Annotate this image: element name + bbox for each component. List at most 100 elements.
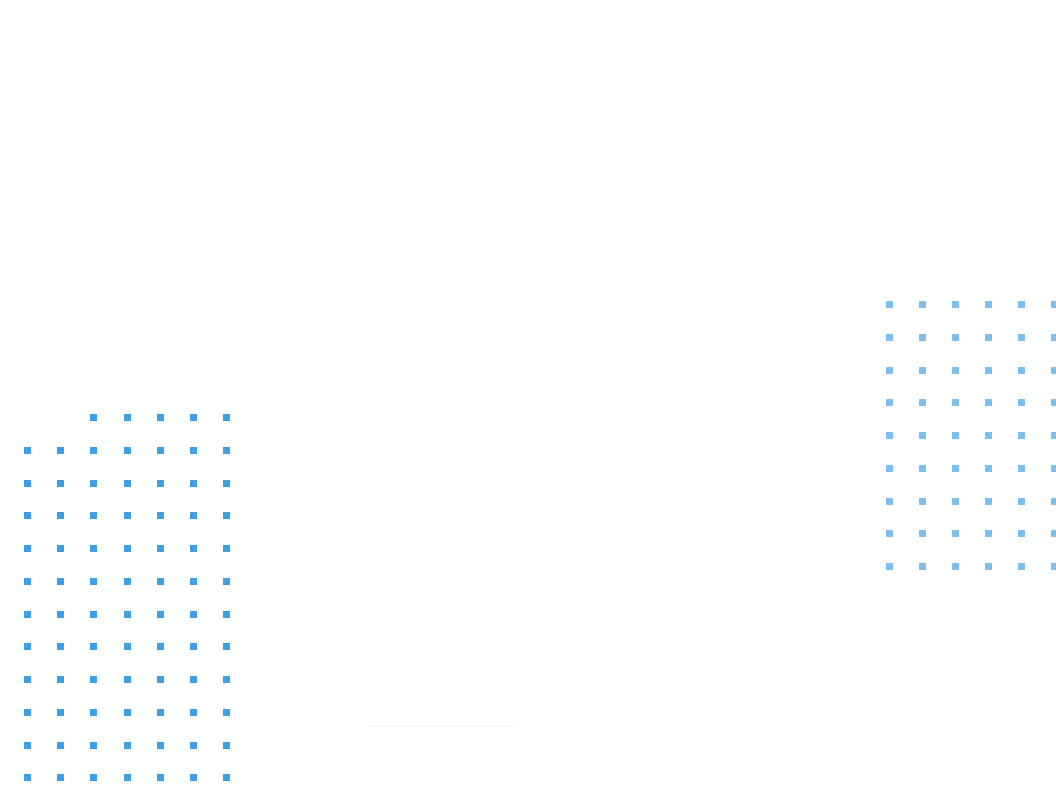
left-grid-dot <box>190 479 197 487</box>
right-grid-dot <box>1017 366 1025 374</box>
left-grid-dot <box>90 446 98 454</box>
right-grid-dot <box>1050 399 1056 407</box>
left-grid-dot <box>90 512 98 520</box>
left-grid-dot <box>57 741 65 749</box>
left-grid-dot <box>123 446 131 454</box>
left-grid-dot <box>190 610 197 618</box>
right-grid-dot <box>886 366 893 374</box>
right-grid-dot <box>886 399 893 407</box>
left-grid-dot <box>123 643 131 651</box>
left-grid-dot <box>90 414 98 421</box>
right-grid-dot <box>1050 432 1056 439</box>
left-grid-dot <box>223 479 231 487</box>
left-grid-dot <box>24 446 31 454</box>
left-grid-dot <box>90 479 98 487</box>
right-grid-dot <box>1050 563 1056 570</box>
left-grid-dot <box>90 774 98 782</box>
left-grid-dot <box>123 479 131 487</box>
left-grid-dot <box>24 741 31 749</box>
left-grid-dot <box>24 577 31 585</box>
left-grid-dot <box>190 414 197 421</box>
left-grid-dot <box>90 545 98 552</box>
right-grid-dot <box>918 432 926 439</box>
left-grid-dot <box>223 545 231 552</box>
left-grid-dot <box>223 577 231 585</box>
left-grid-dot <box>190 446 197 454</box>
left-grid-dot <box>156 512 164 520</box>
right-grid-dot <box>951 333 959 341</box>
right-grid-dot <box>918 530 926 538</box>
left-grid-dot <box>156 676 164 683</box>
left-grid-dot <box>123 774 131 782</box>
left-grid-dot <box>156 708 164 716</box>
right-grid-dot <box>1050 530 1056 538</box>
left-grid-dot <box>90 708 98 716</box>
left-grid-dot <box>24 676 31 683</box>
right-grid-dot <box>1017 432 1025 439</box>
left-grid-dot <box>123 512 131 520</box>
right-grid-dot <box>886 333 893 341</box>
left-grid-dot <box>223 643 231 651</box>
right-grid-dot <box>918 333 926 341</box>
right-grid-dot <box>951 432 959 439</box>
left-grid-dot <box>24 512 31 520</box>
left-grid-dot <box>156 414 164 421</box>
right-grid-dot <box>951 497 959 505</box>
left-grid-dot <box>223 512 231 520</box>
left-grid-dot <box>57 610 65 618</box>
right-grid-dot <box>951 301 959 308</box>
left-grid-dot <box>190 774 197 782</box>
left-grid-dot <box>57 545 65 552</box>
right-grid-dot <box>886 301 893 308</box>
left-grid-dot <box>90 741 98 749</box>
right-grid-dot <box>984 530 992 538</box>
left-grid-dot <box>57 479 65 487</box>
right-grid-dot <box>951 399 959 407</box>
right-grid-dot <box>886 563 893 570</box>
left-grid-dot <box>223 708 231 716</box>
left-grid-dot <box>190 643 197 651</box>
right-grid-dot <box>1017 530 1025 538</box>
left-grid-dot <box>123 414 131 421</box>
right-grid-dot <box>886 530 893 538</box>
left-grid-dot <box>24 708 31 716</box>
left-grid-dot <box>57 577 65 585</box>
left-grid-dot <box>24 643 31 651</box>
right-grid-dot <box>1017 464 1025 472</box>
left-grid-dot <box>190 741 197 749</box>
right-grid-dot <box>984 497 992 505</box>
right-grid-dot <box>984 301 992 308</box>
left-grid-dot <box>223 774 231 782</box>
right-grid-dot <box>918 301 926 308</box>
left-grid-dot <box>190 676 197 683</box>
left-grid-dot <box>24 479 31 487</box>
right-grid-dot <box>951 530 959 538</box>
right-grid-dot <box>1017 301 1025 308</box>
left-grid-dot <box>156 610 164 618</box>
left-grid-dot <box>123 741 131 749</box>
right-grid-dot <box>951 366 959 374</box>
left-grid-dot <box>90 676 98 683</box>
right-grid-dot <box>984 366 992 374</box>
left-grid-dot <box>223 446 231 454</box>
right-grid-dot <box>984 432 992 439</box>
left-grid-dot <box>57 512 65 520</box>
left-grid-dot <box>156 545 164 552</box>
right-grid-dot <box>886 464 893 472</box>
right-grid-dot <box>918 464 926 472</box>
left-grid-dot <box>156 446 164 454</box>
left-grid-dot <box>156 479 164 487</box>
left-grid-dot <box>57 676 65 683</box>
left-grid-dot <box>156 774 164 782</box>
left-grid-dot <box>123 708 131 716</box>
left-grid-dot <box>57 643 65 651</box>
left-grid-dot <box>123 545 131 552</box>
right-grid-dot <box>984 399 992 407</box>
left-grid-dot <box>156 643 164 651</box>
left-grid-dot <box>90 577 98 585</box>
left-grid-dot <box>190 545 197 552</box>
left-grid-dot <box>57 708 65 716</box>
right-grid-dot <box>886 497 893 505</box>
right-grid-dot <box>1050 497 1056 505</box>
right-grid-dot <box>886 432 893 439</box>
